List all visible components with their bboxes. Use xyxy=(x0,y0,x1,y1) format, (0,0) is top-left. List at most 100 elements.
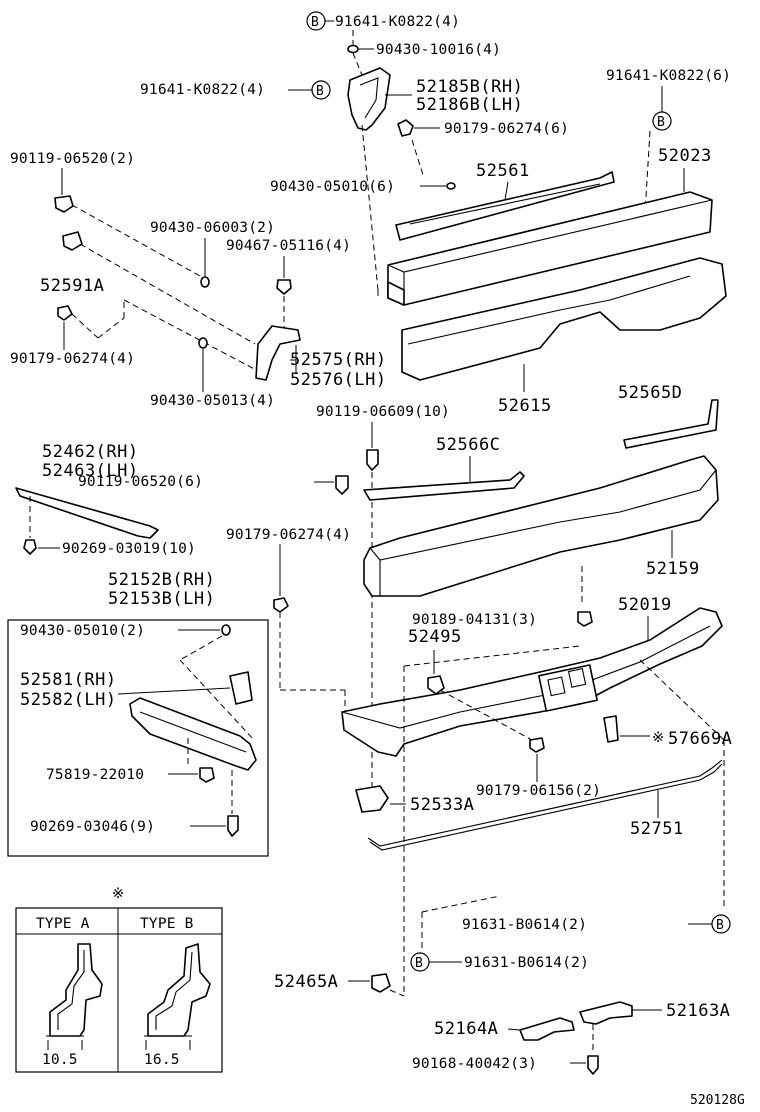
washer-90430-e xyxy=(221,624,231,636)
molding-52751 xyxy=(367,759,723,847)
clip-52465a xyxy=(371,973,391,993)
label-91641-top: 91641-K0822(4) xyxy=(335,14,460,30)
bracket-52163a xyxy=(579,1001,633,1025)
clip-90269-b xyxy=(227,815,239,837)
label-52186b: 52186B(LH) xyxy=(416,95,523,115)
molding-52565d xyxy=(623,399,719,449)
note-mark-57669: ※ xyxy=(652,730,664,746)
bracket-52164a xyxy=(519,1017,575,1041)
callout-b-right-lower xyxy=(711,914,731,934)
clip-90269-a xyxy=(23,539,37,555)
type-a-label: TYPE A xyxy=(36,916,90,932)
callout-b-top-letter: B xyxy=(311,15,319,30)
clip-52591a xyxy=(62,231,83,251)
type-b-dimension: 16.5 xyxy=(144,1052,180,1068)
washer-90430-top xyxy=(347,44,359,54)
label-90179-b: 90179-06274(4) xyxy=(10,351,135,367)
bolt-90119-b xyxy=(366,449,379,471)
molding-52566c xyxy=(363,471,525,501)
label-52576: 52576(LH) xyxy=(290,370,387,390)
label-90430-d: 90430-05013(4) xyxy=(150,393,275,409)
pad-52581 xyxy=(229,671,253,705)
label-52159: 52159 xyxy=(646,559,700,579)
label-52582: 52582(LH) xyxy=(20,690,117,710)
type-inset-box xyxy=(15,907,223,1073)
retainer-52533a xyxy=(355,785,389,813)
nut-90179-b xyxy=(57,305,73,321)
bolt-90119-a xyxy=(54,195,74,213)
drawing-code: 520128G xyxy=(690,1093,745,1108)
label-90179-d: 90179-06156(2) xyxy=(476,783,601,799)
washer-90430-b xyxy=(446,182,456,190)
label-90430-b: 90430-05010(6) xyxy=(270,179,395,195)
label-91641-right: 91641-K0822(6) xyxy=(606,68,731,84)
label-52533a: 52533A xyxy=(410,795,474,815)
label-52751: 52751 xyxy=(630,819,684,839)
clip-90467 xyxy=(276,279,292,295)
bumper-52019 xyxy=(341,607,723,757)
label-90189: 90189-04131(3) xyxy=(412,612,537,628)
label-52164a: 52164A xyxy=(434,1019,498,1039)
label-52023: 52023 xyxy=(658,146,712,166)
label-90430-e: 90430-05010(2) xyxy=(20,623,145,639)
label-57669a: 57669A xyxy=(668,729,732,749)
clip-75819 xyxy=(199,767,215,783)
label-52185b: 52185B(RH) xyxy=(416,77,523,97)
label-52163a: 52163A xyxy=(666,1001,730,1021)
label-52615: 52615 xyxy=(498,396,552,416)
label-52152b: 52152B(RH) xyxy=(108,570,215,590)
bolt-90168 xyxy=(587,1055,599,1075)
label-52463: 52463(LH) xyxy=(42,461,139,481)
retainer-52561 xyxy=(395,171,615,241)
callout-b-right-letter: B xyxy=(657,115,665,130)
label-90467: 90467-05116(4) xyxy=(226,238,351,254)
nut-90189 xyxy=(577,611,593,627)
molding-52462 xyxy=(15,487,159,539)
bracket-57669a xyxy=(603,715,619,743)
note-mark-types: ※ xyxy=(112,886,124,902)
label-90430-c: 90430-06003(2) xyxy=(150,220,275,236)
bolt-52495 xyxy=(427,675,445,695)
label-52581: 52581(RH) xyxy=(20,670,117,690)
label-90119-a: 90119-06520(2) xyxy=(10,151,135,167)
bracket-52575 xyxy=(255,325,301,381)
callout-b-right-lower-letter: B xyxy=(716,918,724,933)
type-b-label: TYPE B xyxy=(140,916,194,932)
type-a-dimension: 10.5 xyxy=(42,1052,78,1068)
label-52561: 52561 xyxy=(476,161,530,181)
label-75819: 75819-22010 xyxy=(46,767,144,783)
type-a-clip xyxy=(49,943,103,1037)
label-90119-c: 90119-06520(6) xyxy=(78,474,203,490)
label-52575: 52575(RH) xyxy=(290,350,387,370)
label-52565d: 52565D xyxy=(618,383,682,403)
label-91631-a: 91631-B0614(2) xyxy=(462,917,587,933)
callout-b-lower-letter: B xyxy=(415,956,423,971)
label-52495: 52495 xyxy=(408,627,462,647)
label-90179-a: 90179-06274(6) xyxy=(444,121,569,137)
nut-90179-d xyxy=(529,737,545,753)
extension-box xyxy=(7,619,269,857)
callout-b-left xyxy=(311,80,331,100)
label-90269-b: 90269-03046(9) xyxy=(30,819,155,835)
callout-b-right xyxy=(652,111,672,131)
label-52591a: 52591A xyxy=(40,276,104,296)
label-90269-a: 90269-03019(10) xyxy=(62,541,196,557)
label-90168: 90168-40042(3) xyxy=(412,1056,537,1072)
label-52462: 52462(RH) xyxy=(42,442,139,462)
extension-52152b xyxy=(129,697,257,771)
label-52465a: 52465A xyxy=(274,972,338,992)
nut-90179-a xyxy=(397,119,414,137)
label-52019: 52019 xyxy=(618,595,672,615)
label-90430-top: 90430-10016(4) xyxy=(376,42,501,58)
label-52153b: 52153B(LH) xyxy=(108,589,215,609)
nut-90179-c xyxy=(273,597,289,613)
washer-90430-d xyxy=(198,337,208,349)
bolt-90119-c xyxy=(335,475,349,495)
label-91641-left: 91641-K0822(4) xyxy=(140,82,265,98)
label-52566c: 52566C xyxy=(436,435,500,455)
label-91631-b: 91631-B0614(2) xyxy=(464,955,589,971)
label-90179-c: 90179-06274(4) xyxy=(226,527,351,543)
bracket-52185b xyxy=(347,67,391,131)
label-90119-b: 90119-06609(10) xyxy=(316,404,450,420)
